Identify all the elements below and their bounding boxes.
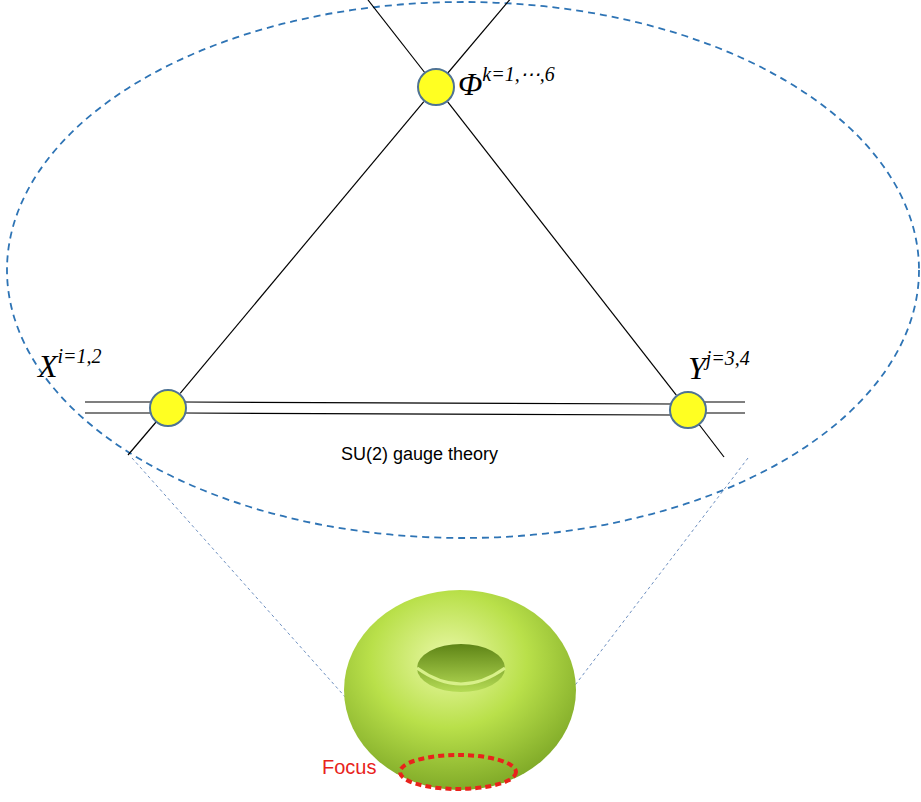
connector [448, 102, 677, 395]
connector-stroke [185, 413, 671, 415]
zoom-ellipse [7, 2, 919, 538]
theory-label: SU(2) gauge theory [341, 444, 498, 465]
field-symbol: Φ [458, 66, 482, 102]
field-node [669, 391, 707, 429]
connector [185, 402, 671, 415]
focus-ellipse [400, 755, 516, 789]
torus [344, 590, 576, 790]
field-index: k=1,⋯,6 [482, 63, 554, 85]
field-index: i=1,2 [58, 345, 102, 367]
field-node [149, 389, 187, 427]
field-symbol: Y [688, 350, 706, 386]
field-node [417, 68, 455, 106]
field-label: Φk=1,⋯,6 [458, 66, 555, 103]
connector-stroke [185, 402, 671, 404]
field-symbol: X [38, 348, 58, 384]
connector [180, 102, 424, 394]
connector-stroke [180, 102, 424, 394]
field-index: j=3,4 [706, 347, 750, 369]
connector-stroke [448, 102, 677, 395]
focus-label: Focus [322, 756, 376, 779]
torus-hole-rim [417, 668, 505, 684]
field-label: Xi=1,2 [38, 348, 102, 385]
torus-hole [417, 644, 505, 692]
field-label: Yj=3,4 [688, 350, 750, 387]
